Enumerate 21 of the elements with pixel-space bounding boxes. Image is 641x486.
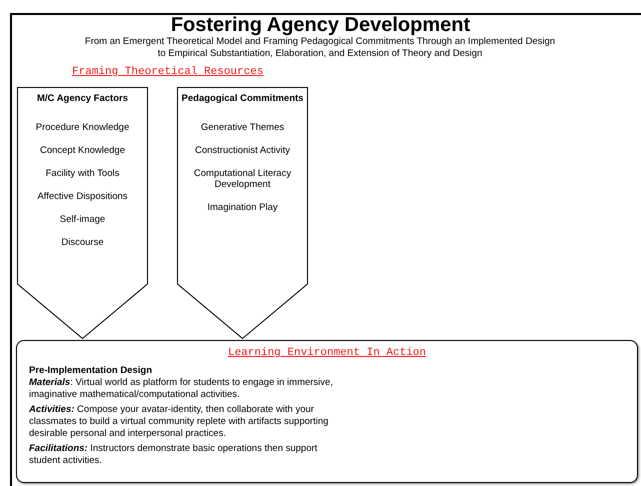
list-item: Imagination Play bbox=[206, 202, 279, 213]
paragraph: Activities: Compose your avatar-identity, then collaborate with your classmates to build a virtual community replete with artifacts supporting desirable personal and interpersonal practices. bbox=[29, 404, 330, 440]
list-item: Constructionist Activity bbox=[194, 145, 292, 156]
section-heading: Framing Theoretical Resources bbox=[72, 66, 264, 78]
column-heading: M/C Agency Factors bbox=[36, 93, 129, 104]
list-item: Self-image bbox=[58, 214, 106, 225]
list-item: Affective Dispositions bbox=[36, 191, 129, 202]
list-item: Discourse bbox=[60, 237, 105, 248]
list-item: Facility with Tools bbox=[44, 168, 120, 179]
rounded-panel bbox=[16, 340, 638, 483]
paragraph: Facilitations: Instructors demonstrate basic operations then support student activities. bbox=[29, 443, 318, 467]
diagram-title: Fostering Agency Development bbox=[170, 14, 472, 36]
list-item: Concept Knowledge bbox=[38, 145, 126, 156]
list-item: Procedure Knowledge bbox=[34, 122, 130, 133]
column-heading: Pedagogical Commitments bbox=[181, 93, 304, 104]
list-item: Computational Literacy Development bbox=[192, 168, 292, 190]
subheading: Pre-Implementation Design bbox=[29, 365, 153, 377]
paragraph: Materials: Virtual world as platform for students to engage in immersive, imaginative mathematical/computational activities. bbox=[29, 377, 334, 401]
subtitle: From an Emergent Theoretical Model and Framing Pedagogical Commitments Through an Implemented Design to Empirical Substantiation, Elaboration, and Extension of Theory and Design bbox=[84, 36, 556, 60]
list-item: Generative Themes bbox=[200, 122, 286, 133]
section-heading: Learning Environment In Action bbox=[226, 347, 428, 359]
